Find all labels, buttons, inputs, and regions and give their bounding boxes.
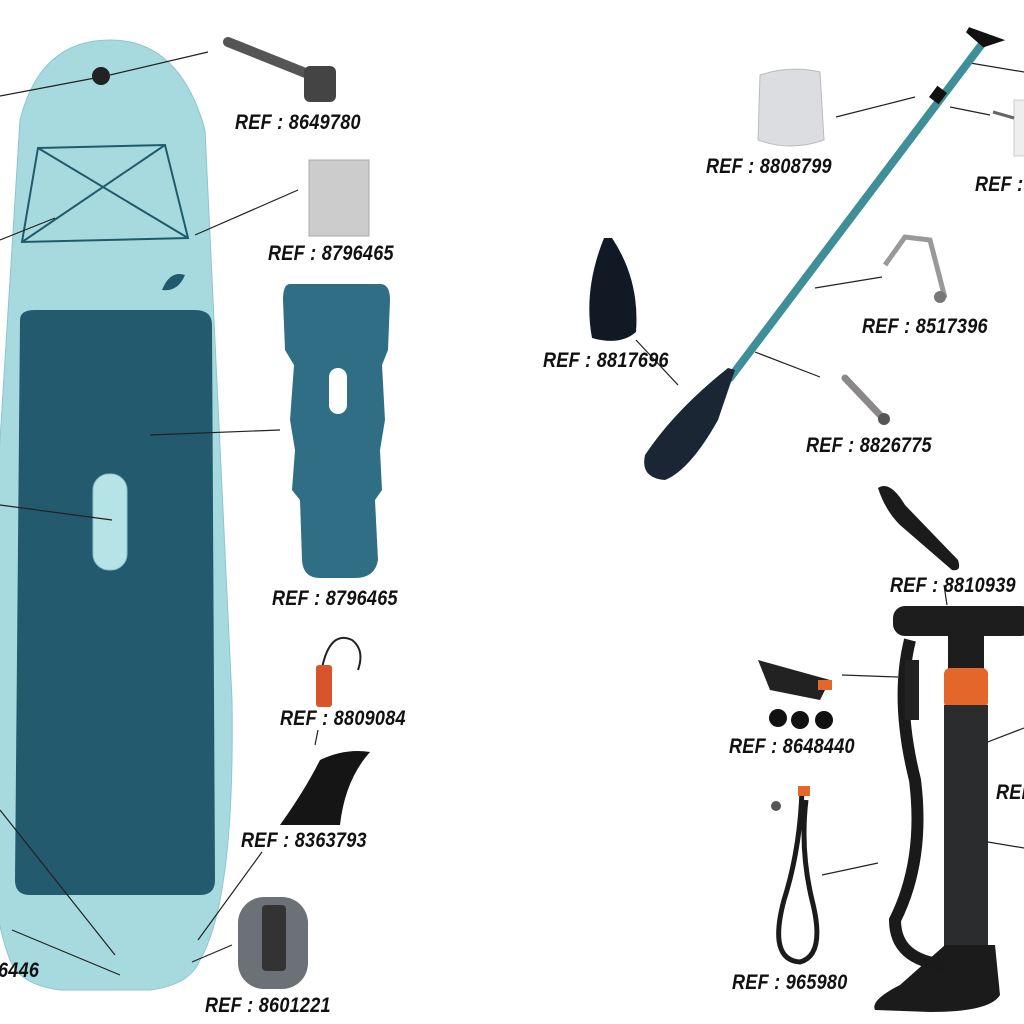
carry-handle	[92, 473, 128, 571]
ref-blade: REF : 8817696	[543, 349, 669, 372]
paddle-t-grip	[966, 27, 1006, 48]
ref-left-partial: 6446	[0, 959, 40, 982]
right-edge-part	[992, 99, 1024, 157]
ref-pin: REF : 8826775	[806, 434, 932, 457]
paddle-lock	[928, 85, 948, 105]
paddle-blade	[589, 238, 637, 341]
ref-valve-wrench: REF : 8649780	[235, 111, 361, 134]
pump-handle-spare	[878, 486, 960, 571]
fin-box	[238, 897, 308, 989]
valve-wrench	[223, 37, 336, 102]
ref-right-top-partial: REF :	[975, 173, 1024, 196]
bungee-cords	[20, 143, 190, 244]
ref-leash: REF : 8809084	[280, 707, 406, 730]
ref-fin: REF : 8363793	[241, 829, 367, 852]
ref-fin-box: REF : 8601221	[205, 994, 331, 1017]
paddle-clamp	[757, 68, 825, 147]
ref-pump-hose: REF : 965980	[732, 971, 848, 994]
pin-clip	[882, 234, 948, 303]
leash-part	[316, 637, 362, 707]
deck-pad	[283, 284, 390, 578]
board-logo-icon	[162, 274, 185, 291]
ref-pump-handle: REF : 8810939	[890, 574, 1016, 597]
paddle-blade-attached	[644, 368, 735, 480]
ref-pump-partial: REF	[996, 781, 1024, 804]
pump-adapters	[758, 660, 833, 729]
leader-lines	[0, 51, 1024, 976]
ref-spring-clip: REF : 8517396	[862, 315, 988, 338]
fin	[280, 751, 370, 825]
ref-pump-adapters: REF : 8648440	[729, 735, 855, 758]
deck-pad-on-board	[15, 310, 215, 895]
pump	[874, 606, 1024, 1012]
d-ring-patch	[308, 159, 370, 237]
pump-hose	[771, 786, 820, 965]
ref-d-ring: REF : 8796465	[268, 242, 394, 265]
valve-icon	[92, 67, 110, 85]
ref-paddle-clamp: REF : 8808799	[706, 155, 832, 178]
ref-deck-pad: REF : 8796465	[272, 587, 398, 610]
deck-pad-slot	[329, 368, 347, 414]
pin	[841, 374, 890, 425]
